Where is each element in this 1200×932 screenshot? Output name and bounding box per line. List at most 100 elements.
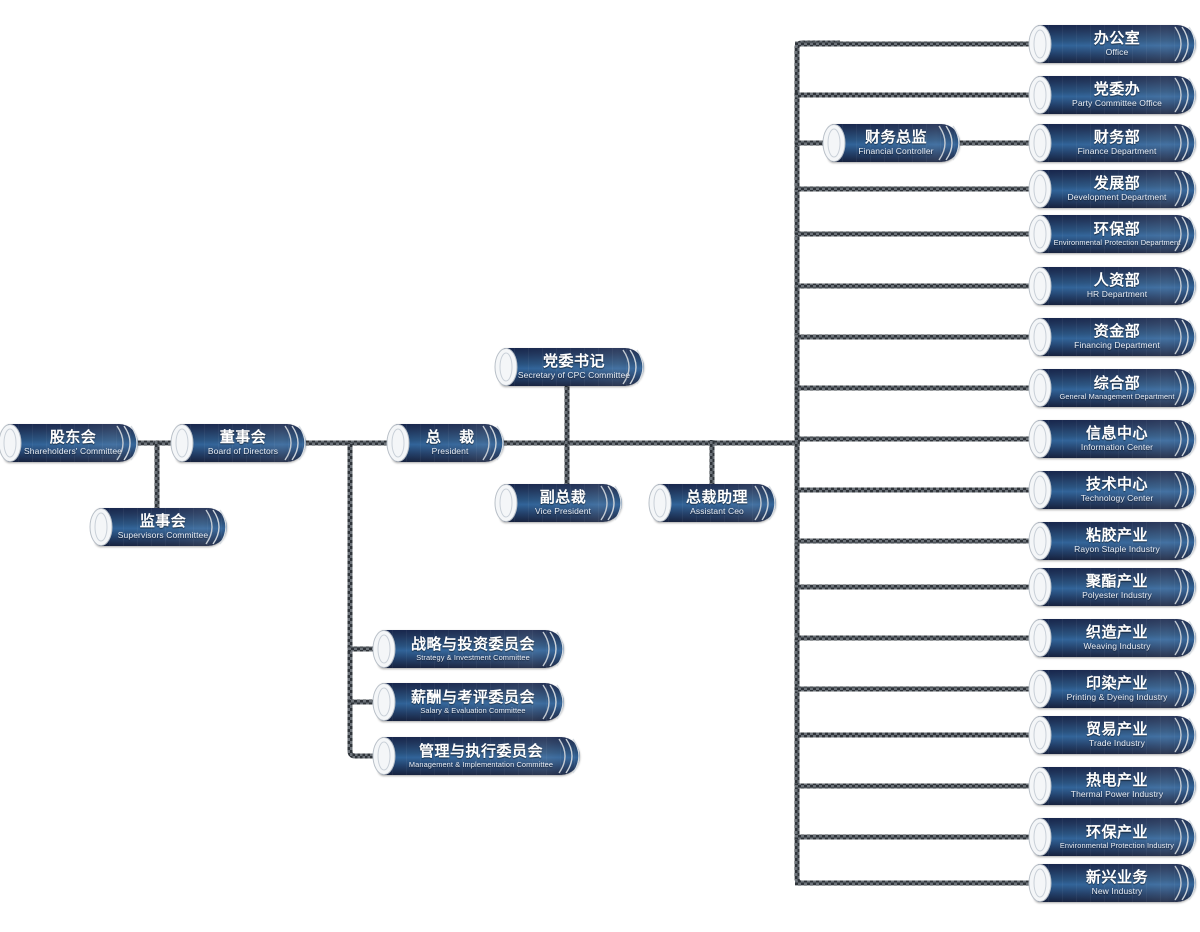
node-label-en: Supervisors Committee [117, 530, 209, 541]
node-label-cn: 印染产业 [1085, 675, 1148, 693]
node-label-cn: 办公室 [1093, 30, 1141, 48]
node-label-en: Technology Center [1080, 493, 1154, 504]
node-label-cn: 信息中心 [1085, 425, 1148, 443]
node-label-en: Finance Department [1077, 146, 1157, 157]
node-label-en: Assistant Ceo [690, 506, 744, 517]
node-label-en: Environmental Protection Department [1053, 237, 1181, 247]
node-label-en: Office [1105, 47, 1129, 58]
node-label-cn: 综合部 [1093, 374, 1141, 392]
node-label-cn: 党委办 [1093, 81, 1141, 99]
node-label-cn: 贸易产业 [1085, 721, 1148, 739]
node-label-en: Salary & Evaluation Committee [420, 705, 526, 715]
node-label-cn: 财务部 [1093, 129, 1141, 147]
node-label-cn: 技术中心 [1085, 476, 1148, 494]
node-label-en: Board of Directors [207, 446, 279, 457]
node-label-cn: 聚酯产业 [1085, 573, 1148, 591]
node-label-cn: 新兴业务 [1085, 869, 1148, 887]
node-label-en: Development Department [1067, 192, 1167, 203]
node-label-en: Shareholders' Committee [24, 446, 122, 457]
node-label-en: Strategy & Investment Committee [416, 652, 530, 662]
node-label-cn: 环保产业 [1085, 823, 1148, 841]
node-label-cn: 薪酬与考评委员会 [410, 688, 535, 706]
node-label-en: Secretary of CPC Committee [517, 370, 631, 381]
node-label-en: Financing Department [1074, 340, 1160, 351]
node-label-cn: 财务总监 [864, 129, 927, 147]
node-label-cn: 股东会 [49, 429, 97, 447]
node-label-en: Thermal Power Industry [1070, 789, 1164, 800]
node-label-cn: 总 裁 [425, 429, 482, 447]
node-label-en: Weaving Industry [1083, 641, 1151, 652]
node-label-en: Environmental Protection Industry [1059, 840, 1175, 850]
node-label-cn: 环保部 [1093, 220, 1141, 238]
